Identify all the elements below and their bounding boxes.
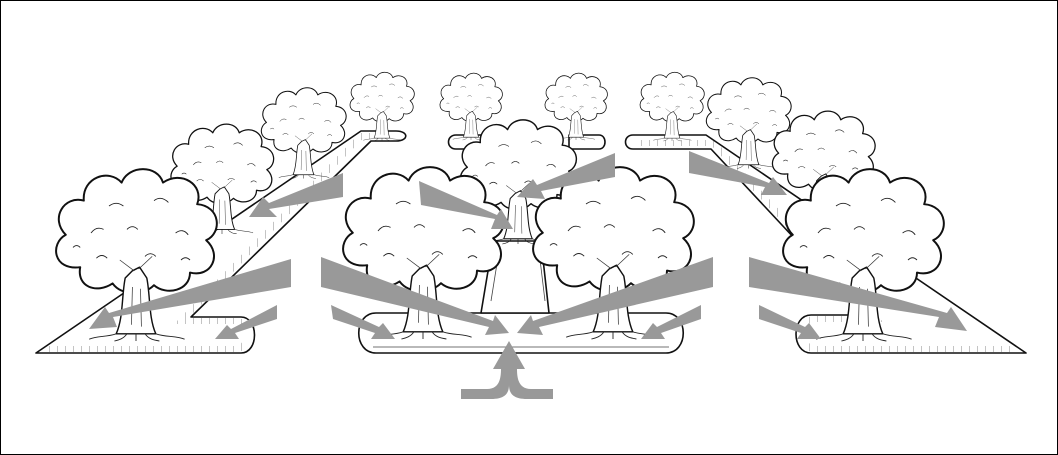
flow-arrow-left-large <box>89 259 291 329</box>
flow-arrow-center-left-large <box>321 257 509 335</box>
flow-arrow-right-large <box>749 257 967 331</box>
flow-arrow-right-short <box>759 305 821 339</box>
flow-arrow-center-right-large <box>517 257 713 335</box>
flow-arrow-upper-right <box>689 151 787 195</box>
center-top-planter-right <box>568 134 606 150</box>
flow-arrow-center-right-short <box>641 305 701 339</box>
flow-arrow-left-short <box>215 305 277 339</box>
flow-arrow-inflow-up <box>461 341 553 399</box>
flow-arrow-center-left-short <box>331 305 395 339</box>
tree-back-left-1 <box>349 71 415 142</box>
flow-arrow-center-left-down <box>419 181 513 229</box>
flow-arrow-upper-center <box>517 153 615 199</box>
flow-arrow-upper-left <box>249 173 343 217</box>
tree-back-right-1 <box>639 71 705 142</box>
flow-arrows <box>89 151 967 399</box>
